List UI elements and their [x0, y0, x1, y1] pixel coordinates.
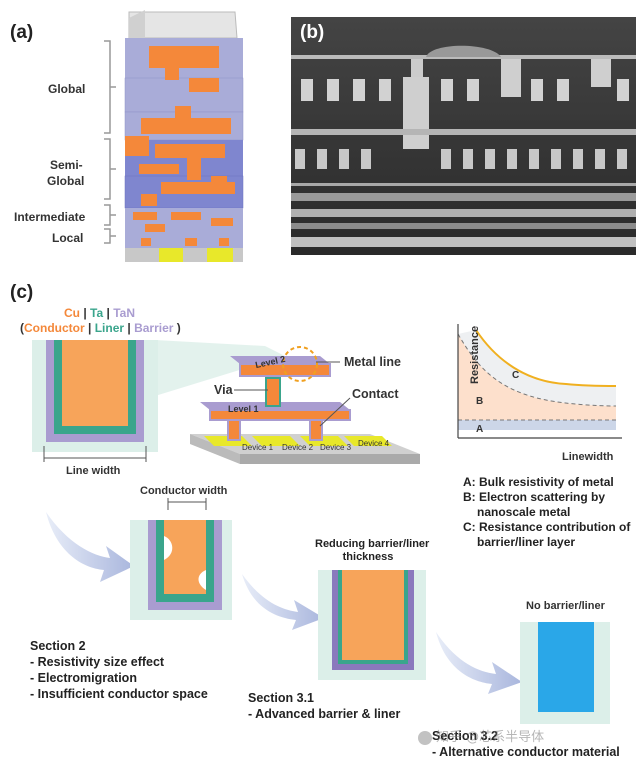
global-label: Global: [48, 82, 86, 96]
x-axis-label: Linewidth: [562, 451, 614, 463]
reducing-label-2: thickness: [342, 551, 394, 563]
section-31-item-1: - Advanced barrier & liner: [248, 707, 401, 721]
tan-label: TaN: [113, 306, 135, 320]
section-2-item-3: - Insufficient conductor space: [30, 687, 208, 701]
legend-b: B: Electron scattering by: [463, 490, 606, 504]
local-label: Local: [52, 231, 84, 245]
contact-label: Contact: [352, 387, 399, 401]
conductor-width-label: Conductor width: [140, 485, 228, 497]
stage1-cross-section: [130, 498, 232, 620]
arrow-3: [436, 632, 522, 694]
section-2-block: Section 2 - Resistivity size effect - El…: [30, 638, 208, 702]
device-1-label: Device 1: [242, 443, 274, 452]
via-label: Via: [214, 383, 233, 397]
region-a-area: [458, 420, 616, 430]
intermediate-label: Intermediate: [14, 210, 86, 224]
level1-label: Level 1: [228, 404, 259, 414]
line-cross-section: [32, 340, 158, 462]
legend-c-cont: barrier/liner layer: [477, 535, 576, 549]
legend-a: A: Bulk resistivity of metal: [463, 475, 614, 489]
stage2-cross-section: [318, 570, 426, 680]
sem-cross-section-image: [291, 17, 636, 255]
region-b-area: [458, 334, 616, 420]
device-4-label: Device 4: [358, 439, 390, 448]
conductor-legend: Conductor: [24, 321, 85, 335]
semi-global-label-1: Semi-: [50, 158, 83, 172]
cu-label: Cu: [64, 306, 80, 320]
interconnect-stack: [124, 10, 244, 262]
no-barrier-label: No barrier/liner: [526, 600, 605, 612]
section-2-title: Section 2: [30, 639, 86, 653]
interconnect-3d-structure: [190, 346, 420, 464]
watermark: 知乎 @芯系半导体: [418, 726, 544, 745]
liner-legend: Liner: [94, 321, 125, 335]
section-2-item-2: - Electromigration: [30, 671, 137, 685]
section-31-title: Section 3.1: [248, 691, 314, 705]
region-c-label: C: [512, 370, 519, 381]
section-2-item-1: - Resistivity size effect: [30, 655, 165, 669]
legend-b-cont: nanoscale metal: [477, 505, 571, 519]
scattering-curve: [457, 333, 617, 407]
section-32-title: Section 3.2: [432, 729, 498, 743]
region-c-area: [458, 330, 616, 406]
watermark-text: 知乎 @芯系半导体: [436, 730, 545, 745]
region-a-label: A: [476, 424, 483, 435]
chart-legend: A: Bulk resistivity of metal B: Electron…: [463, 475, 630, 550]
total-resistance-curve: [475, 329, 617, 387]
reducing-label-1: Reducing barrier/liner: [315, 538, 430, 550]
line-width-label: Line width: [66, 465, 121, 477]
reducing-label: Reducing barrier/liner thickness: [315, 538, 430, 564]
panel-a-label: (a): [10, 22, 34, 43]
barrier-legend: Barrier: [134, 321, 174, 335]
arrow-2: [242, 574, 324, 630]
section-32-item-1: - Alternative conductor material: [432, 745, 620, 759]
stage3-cross-section: [520, 622, 610, 724]
material-legend-row1: Cu | Ta | TaN: [64, 306, 135, 320]
material-legend-row2: (Conductor | Liner | Barrier ): [20, 321, 181, 335]
device-2-label: Device 2: [282, 443, 314, 452]
metal-line-label: Metal line: [344, 355, 401, 369]
zoom-connector: [155, 340, 285, 396]
semi-global-label-2: Global: [47, 174, 85, 188]
region-b-label: B: [476, 396, 483, 407]
watermark-icon: [418, 730, 432, 745]
resistance-chart: Resistance Linewidth A B C: [457, 324, 622, 463]
panel-c-label: (c): [10, 282, 34, 303]
section-31-block: Section 3.1 - Advanced barrier & liner: [248, 690, 400, 722]
ta-label: Ta: [90, 306, 104, 320]
stack-brackets: [104, 40, 116, 244]
device-3-label: Device 3: [320, 443, 352, 452]
y-axis-label: Resistance: [469, 326, 481, 384]
legend-c: C: Resistance contribution of: [463, 520, 631, 534]
arrow-1: [46, 512, 134, 582]
panel-b-label: (b): [300, 22, 325, 43]
section-32-block: Section 3.2 - Alternative conductor mate…: [432, 728, 620, 760]
